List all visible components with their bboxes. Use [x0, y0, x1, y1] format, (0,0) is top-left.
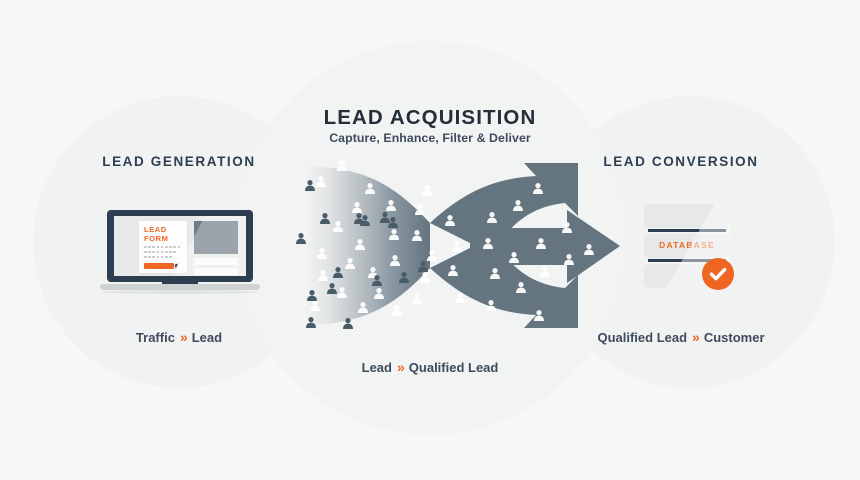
caption-lead-generation: Traffic »Lead [0, 329, 358, 345]
lead-form-title-line2: FORM [144, 233, 169, 243]
caption-right-to: Customer [703, 330, 765, 345]
lead-form-placeholder-lines [144, 246, 181, 261]
laptop-shadow [102, 290, 258, 294]
page-title: LEAD ACQUISITION [323, 106, 537, 129]
caption-center-to: Qualified Lead [408, 360, 499, 375]
arrow-down [430, 248, 578, 328]
database-slab-top [644, 204, 730, 228]
database-slab-middle [644, 234, 730, 258]
chevron-right-icon: » [396, 359, 405, 375]
caption-lead-conversion: Qualified Lead »Customer [502, 329, 860, 345]
database-icon: DATABASE [644, 204, 740, 290]
check-glyph [709, 267, 727, 281]
chevron-right-icon: » [179, 329, 188, 345]
caption-left-to: Lead [191, 330, 223, 345]
caption-lead-acquisition: Lead »Qualified Lead [251, 359, 609, 375]
database-divider-2 [648, 259, 726, 262]
section-heading-lead-generation: LEAD GENERATION [102, 154, 256, 169]
laptop-body: LEAD FORM [107, 210, 253, 282]
laptop-screen: LEAD FORM [114, 216, 246, 276]
database-label: DATABASE [659, 240, 715, 250]
screen-image-block [194, 221, 238, 254]
lead-form-card: LEAD FORM [139, 221, 187, 273]
caption-right-from: Qualified Lead [597, 330, 688, 345]
lead-form-title: LEAD FORM [144, 225, 169, 243]
screen-text-bar-1 [194, 258, 238, 265]
caption-left-from: Traffic [135, 330, 175, 345]
laptop-icon: LEAD FORM [100, 210, 260, 302]
chevron-right-icon: » [692, 329, 700, 345]
cursor-icon [174, 263, 180, 269]
lead-form-title-line1: LEAD [144, 225, 167, 234]
arrow-up [430, 163, 578, 243]
database-divider-1 [648, 229, 726, 232]
section-heading-lead-conversion: LEAD CONVERSION [603, 154, 759, 169]
screen-text-bar-2 [194, 268, 238, 275]
caption-center-from: Lead [361, 360, 392, 375]
page-subtitle: Capture, Enhance, Filter & Deliver [329, 131, 531, 145]
funnel-body [303, 166, 430, 325]
lead-form-submit-button[interactable] [144, 263, 174, 269]
laptop-base [100, 284, 260, 290]
check-circle-icon [702, 258, 734, 290]
